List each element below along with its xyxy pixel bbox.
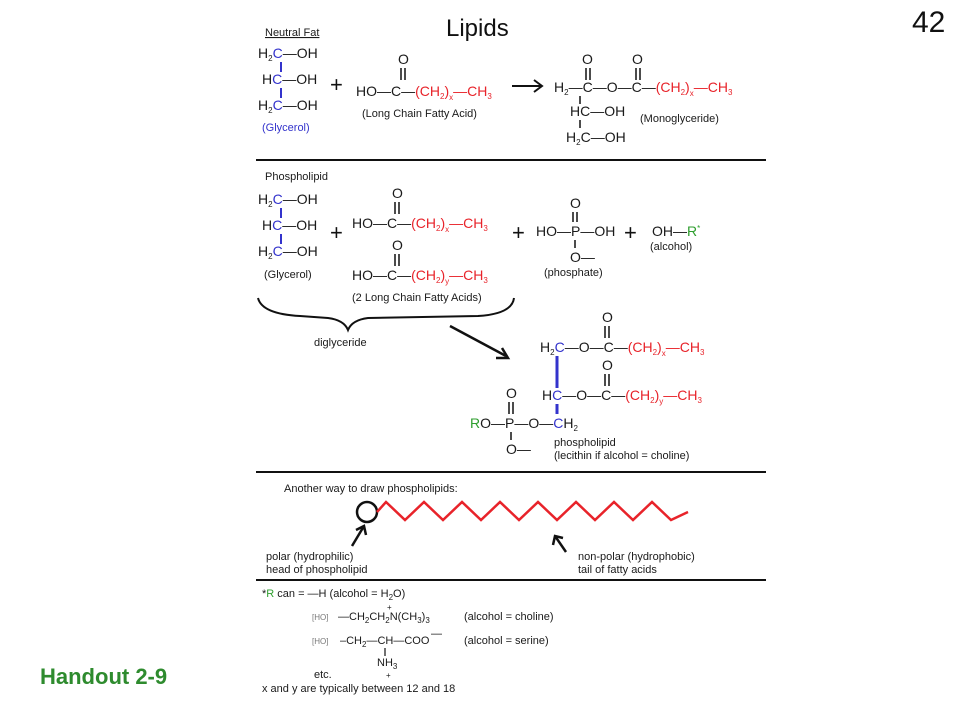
- svg-text:O: O: [582, 51, 593, 67]
- choline-label: (alcohol = choline): [464, 611, 554, 623]
- svg-text:H2C—OH: H2C—OH: [258, 45, 318, 63]
- monoglyceride-label: (Monoglyceride): [640, 113, 719, 125]
- reaction-arrow-1: [512, 79, 544, 93]
- fatty-acid-1: O HO—C—(CH2)x—CH3 (Long Chain Fatty Acid…: [356, 51, 492, 120]
- fatty-acid-2y: O HO—C—(CH2)y—CH3 (2 Long Chain Fatty Ac…: [352, 237, 488, 304]
- alcohol-label: (alcohol): [650, 241, 692, 253]
- phosphate: O HO—P—OH O— (phosphate): [536, 195, 615, 279]
- fatty-acid-2x: O HO—C—(CH2)x—CH3: [352, 185, 488, 234]
- svg-text:HO—P—OH: HO—P—OH: [536, 223, 615, 239]
- svg-text:O—: O—: [570, 249, 595, 265]
- svg-text:HO—C—(CH2)x—CH3: HO—C—(CH2)x—CH3: [356, 83, 492, 102]
- svg-text:H2C—OH: H2C—OH: [566, 129, 626, 147]
- svg-text:RO—P—O—CH2: RO—P—O—CH2: [470, 415, 579, 433]
- svg-text:NH3: NH3: [377, 657, 398, 671]
- plus-3: +: [512, 220, 525, 245]
- svg-text:HC—OH: HC—OH: [262, 71, 317, 87]
- svg-text:HC—O—C—(CH2)y—CH3: HC—O—C—(CH2)y—CH3: [542, 387, 703, 406]
- serine-prefix: [HO]: [312, 637, 328, 646]
- serine-label: (alcohol = serine): [464, 635, 549, 647]
- polar-head-label-1: polar (hydrophilic): [266, 551, 353, 563]
- diglyceride-brace: diglyceride: [257, 297, 515, 349]
- svg-text:O: O: [602, 357, 613, 373]
- svg-text:HC—OH: HC—OH: [570, 103, 625, 119]
- svg-text:H2C—OH: H2C—OH: [258, 243, 318, 261]
- phospholipid-cartoon: polar (hydrophilic) head of phospholipid…: [266, 500, 695, 576]
- notes: *R can = —H (alcohol = H2O) [HO] —CH2CH2…: [262, 588, 554, 695]
- title: Lipids: [446, 15, 509, 42]
- svg-text:+: +: [387, 603, 392, 612]
- diglyceride-label: diglyceride: [314, 337, 367, 349]
- alcohol: OH—R* (alcohol): [650, 223, 700, 253]
- svg-text:O: O: [632, 51, 643, 67]
- svg-text:+: +: [386, 671, 391, 680]
- glycerol-label-1: (Glycerol): [262, 122, 310, 134]
- glycerol-2: H2C—OH HC—OH H2C—OH (Glycerol): [258, 191, 318, 281]
- svg-text:—CH2CH2N(CH3)3: —CH2CH2N(CH3)3: [338, 611, 430, 625]
- svg-text:HO—C—(CH2)y—CH3: HO—C—(CH2)y—CH3: [352, 267, 488, 286]
- phospholipid-heading: Phospholipid: [265, 171, 328, 183]
- phosphate-label: (phosphate): [544, 267, 603, 279]
- svg-text:HO—C—(CH2)x—CH3: HO—C—(CH2)x—CH3: [352, 215, 488, 234]
- plus-1: +: [330, 72, 343, 97]
- svg-text:–CH2—CH—COO: –CH2—CH—COO: [340, 635, 430, 649]
- svg-text:—: —: [431, 628, 442, 640]
- phospholipid-label: phospholipid: [554, 437, 616, 449]
- svg-text:*R can = —H (alcohol = H2O): *R can = —H (alcohol = H2O): [262, 588, 405, 602]
- neutral-fat-heading: Neutral Fat: [265, 27, 319, 39]
- nonpolar-tail-label-1: non-polar (hydrophobic): [578, 551, 695, 563]
- xy-note: x and y are typically between 12 and 18: [262, 683, 455, 695]
- page-number: 42: [912, 6, 946, 39]
- svg-text:H2C—O—C—(CH2)x—CH3: H2C—O—C—(CH2)x—CH3: [540, 339, 705, 358]
- svg-text:O: O: [392, 237, 403, 253]
- fatty-acid-tail: [376, 500, 689, 522]
- svg-text:O: O: [398, 51, 409, 67]
- svg-text:OH—R*: OH—R*: [652, 223, 700, 239]
- glycerol-label-2: (Glycerol): [264, 269, 312, 281]
- svg-text:O: O: [570, 195, 581, 211]
- nonpolar-tail-label-2: tail of fatty acids: [578, 564, 657, 576]
- polar-head-label-2: head of phospholipid: [266, 564, 368, 576]
- fatty-acid-label: (Long Chain Fatty Acid): [362, 108, 477, 120]
- svg-text:O: O: [392, 185, 403, 201]
- fatty-acids-label: (2 Long Chain Fatty Acids): [352, 292, 482, 304]
- etc-note: etc.: [314, 669, 332, 681]
- phospholipid-product: O H2C—O—C—(CH2)x—CH3 O HC—O—C—(CH2)y—CH3…: [470, 309, 705, 462]
- polar-head: [355, 500, 379, 524]
- svg-text:O: O: [602, 309, 613, 325]
- reaction-arrow-2: [449, 324, 511, 360]
- svg-text:HC—OH: HC—OH: [262, 217, 317, 233]
- lecithin-label: (lecithin if alcohol = choline): [554, 450, 689, 462]
- plus-4: +: [624, 220, 637, 245]
- handout-footer: Handout 2-9: [40, 664, 168, 689]
- plus-2: +: [330, 220, 343, 245]
- another-way-heading: Another way to draw phospholipids:: [284, 483, 458, 495]
- svg-text:H2—C—O—C—(CH2)x—CH3: H2—C—O—C—(CH2)x—CH3: [554, 79, 733, 98]
- svg-text:O—: O—: [506, 441, 531, 457]
- svg-text:O: O: [506, 385, 517, 401]
- choline-prefix: [HO]: [312, 613, 328, 622]
- glycerol-1: H2C—OH HC—OH H2C—OH (Glycerol): [258, 45, 318, 134]
- monoglyceride: O O H2—C—O—C—(CH2)x—CH3 HC—OH H2C—OH (Mo…: [554, 51, 733, 147]
- svg-text:H2C—OH: H2C—OH: [258, 191, 318, 209]
- svg-text:H2C—OH: H2C—OH: [258, 97, 318, 115]
